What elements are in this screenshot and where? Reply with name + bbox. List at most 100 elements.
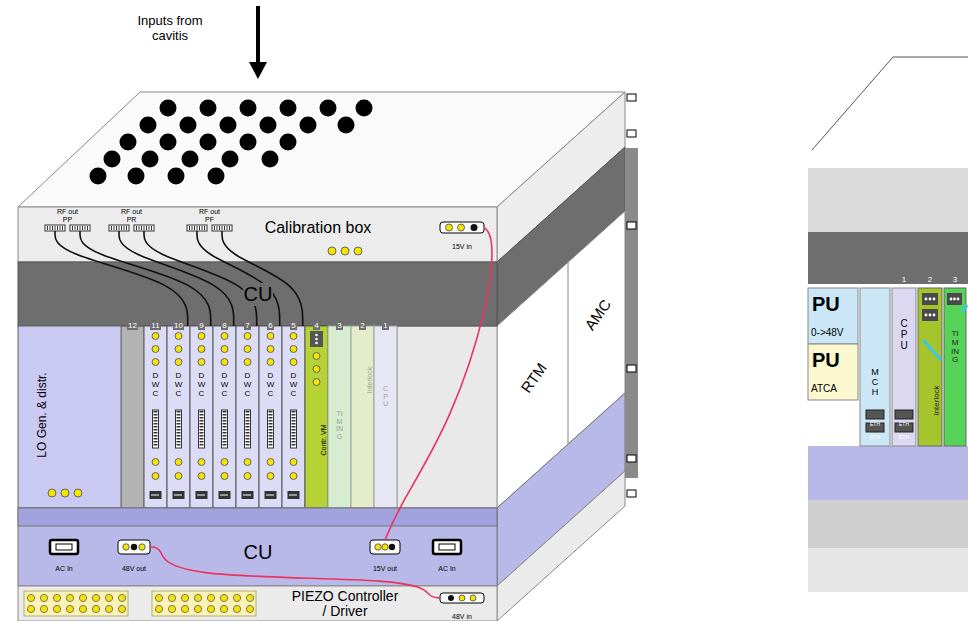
cpu-card-outline bbox=[374, 326, 397, 508]
text-holder: ETH bbox=[895, 412, 913, 430]
vent-hole bbox=[140, 117, 157, 134]
control-unit-band-outline bbox=[18, 262, 497, 326]
hardware-detail bbox=[219, 333, 231, 500]
power-connector-text: 15V in bbox=[452, 243, 472, 251]
text-holder: 11 bbox=[148, 314, 164, 332]
hardware-detail bbox=[18, 508, 497, 526]
vent-hole bbox=[142, 151, 159, 168]
interlock-card-text: Interlock bbox=[365, 367, 375, 393]
ethernet-port: ETH bbox=[895, 410, 913, 419]
timing-card-text: TIMING bbox=[336, 410, 343, 441]
vent-hole bbox=[90, 100, 373, 185]
input-arrow bbox=[256, 6, 260, 64]
hardware-detail bbox=[139, 544, 145, 550]
power-supply-module-outline bbox=[808, 288, 858, 344]
chassis-face bbox=[397, 326, 497, 508]
right-chassis-view bbox=[812, 57, 893, 150]
text-holder: 8 bbox=[217, 314, 233, 332]
text-holder: RF out PP bbox=[54, 208, 82, 226]
text-holder: DWC bbox=[175, 372, 183, 398]
module-side-label: AMC bbox=[580, 296, 616, 335]
hardware-detail bbox=[196, 333, 208, 500]
hardware-detail bbox=[458, 224, 465, 231]
dwc-card-outline bbox=[167, 326, 190, 508]
cpu-card-text: CPU bbox=[382, 385, 389, 408]
dwc-card: DWC bbox=[144, 326, 167, 508]
vent-hole bbox=[160, 134, 177, 151]
vent-hole bbox=[300, 117, 317, 134]
vent-hole bbox=[208, 168, 225, 185]
slot-number: 2 bbox=[927, 275, 933, 284]
dwc-card-text: DWC bbox=[221, 372, 229, 398]
dwc-card-text: DWC bbox=[198, 372, 206, 398]
slot-number: 1 bbox=[901, 275, 907, 284]
hardware-detail bbox=[56, 544, 72, 550]
ethernet-port-outline bbox=[895, 410, 913, 419]
mch-card: MCH ETH ETH bbox=[860, 288, 890, 446]
text-holder: AMC bbox=[577, 291, 619, 339]
slot-number: 5 bbox=[290, 321, 296, 330]
interlock-card-outline bbox=[351, 326, 374, 508]
text-holder: 48V in bbox=[442, 605, 482, 621]
hardware-detail bbox=[123, 544, 129, 550]
text-holder: DWC bbox=[244, 372, 252, 398]
rf-output-pair-outline bbox=[186, 225, 233, 231]
hardware-detail bbox=[313, 366, 320, 373]
hardware-detail bbox=[48, 489, 56, 497]
dwc-card-outline bbox=[236, 326, 259, 508]
text-holder: Calibration box bbox=[248, 219, 388, 237]
ethernet-port-text: ETH bbox=[870, 435, 880, 441]
vent-hole bbox=[240, 100, 257, 117]
lo-generator-panel: LO Gen. & distr. bbox=[18, 326, 121, 508]
power-connector-text: 48V out bbox=[122, 565, 146, 573]
hardware-detail bbox=[150, 333, 162, 500]
hardware-detail bbox=[315, 342, 318, 345]
hardware-detail bbox=[568, 262, 569, 444]
text-holder: 4 bbox=[309, 314, 325, 332]
node-outline bbox=[18, 207, 966, 621]
hardware-detail bbox=[315, 334, 318, 337]
hardware-detail bbox=[265, 333, 277, 500]
text-holder: Contr. VM bbox=[312, 410, 322, 470]
power-connector-outline bbox=[118, 540, 150, 554]
lo-generator-panel-outline bbox=[18, 326, 121, 508]
timing-card: TIMING bbox=[944, 288, 966, 446]
vent-hole bbox=[320, 100, 337, 117]
dwc-card-text: DWC bbox=[152, 372, 160, 398]
hardware-detail bbox=[953, 298, 956, 301]
power-connector: 15V out bbox=[370, 540, 400, 554]
mch-card-text: MCH bbox=[871, 368, 880, 398]
cpu-card: CPUETHETH bbox=[892, 288, 916, 446]
hardware-detail bbox=[433, 540, 461, 554]
hardware-detail bbox=[354, 247, 362, 255]
text-holder: 9 bbox=[194, 314, 210, 332]
vent-hole bbox=[200, 100, 217, 117]
vent-hole bbox=[90, 168, 107, 185]
vent-hole bbox=[280, 134, 297, 151]
text-holder: 48V out bbox=[114, 557, 154, 575]
rack-rail bbox=[627, 130, 636, 137]
text-holder: 10 bbox=[171, 314, 187, 332]
vent-hole bbox=[222, 151, 239, 168]
text-holder: ETH bbox=[895, 425, 913, 443]
right-chassis-view bbox=[808, 57, 968, 592]
hardware-detail bbox=[933, 298, 936, 301]
rack-rail bbox=[627, 490, 636, 497]
text-holder: DWC bbox=[198, 372, 206, 398]
text-holder: ETH bbox=[866, 412, 884, 430]
text-holder: PU bbox=[812, 293, 856, 316]
hardware-detail bbox=[134, 225, 154, 231]
timing-card-text: TIMING bbox=[951, 330, 959, 365]
control-unit-band-outline bbox=[18, 508, 497, 586]
rf-output-pair-text: RF out PR bbox=[118, 208, 146, 223]
vent-hole bbox=[220, 117, 237, 134]
rf-cable bbox=[80, 231, 211, 326]
text-holder: 15V in bbox=[442, 235, 482, 253]
module-side-label: RTM bbox=[517, 359, 552, 397]
hardware-detail bbox=[389, 544, 395, 550]
dwc-card: DWC bbox=[167, 326, 190, 508]
power-connector: 48V out bbox=[118, 540, 150, 554]
rack-rail bbox=[625, 94, 638, 497]
text-holder: TIMING bbox=[336, 410, 343, 441]
hardware-detail bbox=[471, 224, 478, 231]
